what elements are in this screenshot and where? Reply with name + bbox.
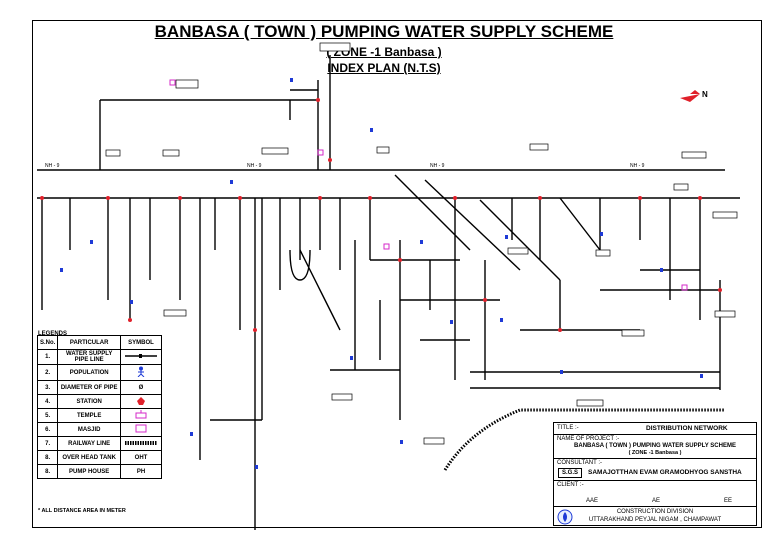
population-symbol — [120, 364, 162, 381]
legend-heading: LEGENDS — [38, 331, 68, 337]
uttarakhand-peyjal-logo-icon — [557, 509, 573, 525]
legend-col-sno: S.No. — [36, 335, 59, 350]
legend-particular: RAILWAY LINE — [57, 436, 121, 451]
signatory-aae: AAE — [586, 498, 599, 504]
legend-particular: POPULATION — [57, 364, 121, 381]
title-value: DISTRIBUTION NETWORK — [646, 425, 728, 432]
project-label: NAME OF PROJECT :- — [557, 436, 620, 442]
legend-particular: OVER HEAD TANK — [57, 450, 121, 465]
signatory-ee: EE — [724, 498, 733, 504]
client-row: CLIENT :- AAE AE EE — [554, 481, 756, 507]
index-plan-label: INDEX PLAN (N.T.S) — [327, 61, 441, 75]
ph-symbol: PH — [120, 464, 162, 479]
consultant-label: CONSULTANT :- — [557, 460, 603, 466]
legend-row: 5. TEMPLE — [36, 408, 162, 423]
legend-no: 8. — [36, 464, 59, 479]
client-label: CLIENT :- — [557, 482, 584, 488]
project-zone: ( ZONE -1 Banbasa ) — [628, 450, 682, 456]
road-label-nh9: NH - 9 — [630, 163, 645, 169]
railway-symbol — [120, 436, 162, 451]
masjid-symbol — [120, 422, 162, 437]
north-label: N — [702, 90, 708, 99]
legend-col-symbol: SYMBOL — [120, 335, 162, 350]
consultant-name: SAMAJOTTHAN EVAM GRAMODHYOG SANSTHA — [588, 469, 742, 476]
legend-no: 7. — [36, 436, 59, 451]
road-label-nh9: NH - 9 — [430, 163, 445, 169]
title-block: TITLE :- DISTRIBUTION NETWORK NAME OF PR… — [553, 422, 757, 526]
legend-row: 8. PUMP HOUSE PH — [36, 464, 162, 479]
oht-symbol: OHT — [120, 450, 162, 465]
division-name: CONSTRUCTION DIVISION — [616, 509, 694, 515]
legend-row: 2. POPULATION — [36, 364, 162, 381]
legend-particular: DIAMETER OF PIPE — [57, 380, 121, 395]
legend-particular: TEMPLE — [57, 408, 121, 423]
legend-row: 7. RAILWAY LINE — [36, 436, 162, 451]
legend-row: 6. MASJID — [36, 422, 162, 437]
division-row: CONSTRUCTION DIVISION UTTARAKHAND PEYJAL… — [554, 507, 756, 527]
legend-no: 3. — [36, 380, 59, 395]
legend-particular: WATER SUPPLY PIPE LINE — [57, 349, 121, 365]
legend-no: 8. — [36, 450, 59, 465]
title-row: TITLE :- DISTRIBUTION NETWORK — [554, 423, 756, 435]
legend-header-row: S.No. PARTICULAR SYMBOL — [36, 335, 162, 350]
legend-col-particular: PARTICULAR — [57, 335, 121, 350]
legend-no: 4. — [36, 394, 59, 409]
distance-note: * ALL DISTANCE AREA IN METER — [38, 508, 126, 514]
railway-line — [443, 408, 725, 471]
drawing-frame — [32, 20, 762, 528]
signatory-ae: AE — [652, 498, 661, 504]
legend-no: 2. — [36, 364, 59, 381]
legend-row: 8. OVER HEAD TANK OHT — [36, 450, 162, 465]
title-label: TITLE :- — [557, 425, 579, 431]
legend-no: 1. — [36, 349, 59, 365]
legend-particular: MASJID — [57, 422, 121, 437]
pipe-line-symbol — [120, 349, 162, 365]
project-name: BANBASA ( TOWN ) PUMPING WATER SUPPLY SC… — [574, 443, 736, 449]
legend-row: 1. WATER SUPPLY PIPE LINE — [36, 349, 162, 365]
north-arrow-icon — [680, 90, 700, 102]
legend-no: 5. — [36, 408, 59, 423]
diameter-symbol: Ø — [120, 380, 162, 395]
legend-particular: STATION — [57, 394, 121, 409]
legend-row: 4. STATION — [36, 394, 162, 409]
consultant-row: CONSULTANT :- S.G.S SAMAJOTTHAN EVAM GRA… — [554, 459, 756, 481]
agency-name: UTTARAKHAND PEYJAL NIGAM , CHAMPAWAT — [588, 517, 722, 523]
legend-particular: PUMP HOUSE — [57, 464, 121, 479]
legend-row: 3. DIAMETER OF PIPE Ø — [36, 380, 162, 395]
consultant-logo: S.G.S — [558, 468, 583, 478]
drawing-title: BANBASA ( TOWN ) PUMPING WATER SUPPLY SC… — [154, 22, 614, 41]
legend-no: 6. — [36, 422, 59, 437]
zone-subtitle: ( ZONE -1 Banbasa ) — [326, 45, 442, 59]
road-label-nh9: NH - 9 — [45, 163, 60, 169]
legend-table: S.No. PARTICULAR SYMBOL 1. WATER SUPPLY … — [36, 335, 162, 479]
project-row: NAME OF PROJECT :- BANBASA ( TOWN ) PUMP… — [554, 435, 756, 459]
temple-symbol — [120, 408, 162, 423]
road-label-nh9: NH - 9 — [247, 163, 262, 169]
station-symbol — [120, 394, 162, 409]
